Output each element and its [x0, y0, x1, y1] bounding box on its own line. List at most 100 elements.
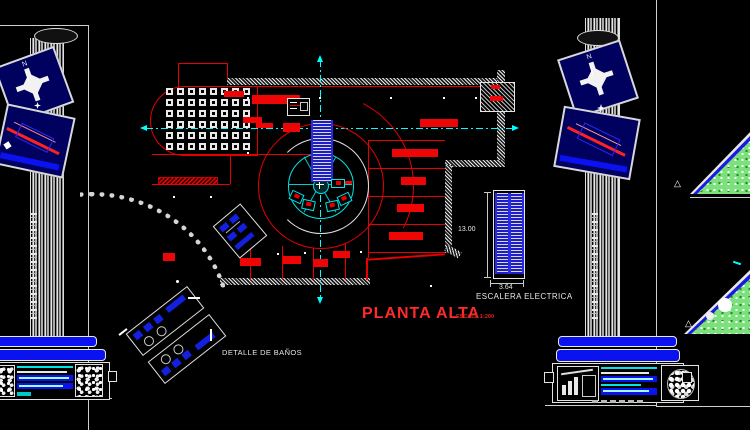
plan-wall: [227, 86, 501, 87]
titleblock-vignette: [0, 365, 15, 397]
sheet-edge-line: [0, 25, 88, 26]
table-cell: [177, 99, 184, 106]
table-cell: [166, 99, 173, 106]
furniture-bar: [420, 119, 458, 127]
furniture-bar: [283, 123, 300, 132]
table-cell: [166, 88, 173, 95]
column-dot: [304, 252, 306, 254]
table-cell: [188, 88, 195, 95]
mini-plan-blue-bar: [0, 152, 60, 171]
column-dot: [475, 97, 477, 99]
table-cell: [243, 88, 250, 95]
table-cell: [210, 143, 217, 150]
table-cell: [166, 121, 173, 128]
north-label: N: [585, 52, 593, 62]
dim-width-label: 3.64: [499, 284, 513, 291]
site-detail-circle: [718, 298, 732, 312]
bathroom-detail-drawing: [118, 285, 228, 385]
table-cell: [166, 110, 173, 117]
column-dot: [443, 97, 445, 99]
titleblock-tab: [544, 372, 554, 383]
triangle-marker-icon: △: [674, 178, 681, 188]
table-cell: [232, 143, 239, 150]
furniture-bar: [252, 95, 300, 104]
furniture-bar: [401, 177, 426, 185]
stair-core-box: [480, 82, 515, 112]
table-cell: [177, 88, 184, 95]
column-dot: [176, 280, 179, 283]
mini-plan-blue-outline: [14, 122, 55, 153]
site-plan-triangle-bottom: [684, 268, 750, 334]
table-cell: [210, 132, 217, 139]
plan-wall: [227, 63, 228, 80]
table-cell: [188, 132, 195, 139]
furniture-bar: [256, 123, 273, 128]
table-cell: [210, 110, 217, 117]
table-cell: [232, 121, 239, 128]
column-dot: [247, 97, 249, 99]
table-cell: [177, 110, 184, 117]
dim-height-label: 13.00: [458, 226, 476, 233]
furniture-bar: [397, 204, 424, 212]
escalator-detail-box: [493, 190, 525, 279]
table-cell: [221, 132, 228, 139]
table-cell: [199, 121, 206, 128]
table-cell: [177, 143, 184, 150]
table-cell: [188, 99, 195, 106]
titleblock-tab: [108, 371, 117, 382]
titleblock-blue-bar: [556, 349, 680, 362]
furniture-bar: [389, 232, 423, 240]
furniture-bar: [392, 149, 438, 157]
plan-wall-hatched-top: [227, 78, 501, 85]
furniture-bar: [240, 258, 261, 266]
table-cell: [166, 132, 173, 139]
titleblock-footer-marks: [592, 400, 644, 403]
column-dot: [390, 97, 392, 99]
table-cell: [243, 143, 250, 150]
plan-wall-hatched: [445, 160, 505, 167]
column-dot: [360, 251, 362, 253]
plan-wall: [230, 154, 231, 184]
table-cell: [221, 110, 228, 117]
plan-wall-hatched: [444, 244, 462, 259]
plan-wall: [178, 63, 179, 89]
table-cell: [177, 132, 184, 139]
table-cell: [221, 99, 228, 106]
escalator-detail-label: ESCALERA ELECTRICA: [476, 292, 573, 301]
titleblock-blue-bar: [0, 349, 106, 361]
titleblock-vignette: [557, 366, 599, 401]
plan-title: PLANTA ALTA: [362, 305, 481, 322]
sheet-edge-line: [545, 405, 657, 406]
plan-scale-label: ESCALA 1:200: [456, 314, 495, 320]
cyan-tick: [732, 260, 742, 266]
centerline-arrow-icon: [512, 125, 519, 131]
table-cell: [243, 132, 250, 139]
column-dot: [173, 196, 175, 198]
table-cell: [232, 132, 239, 139]
plan-wall: [178, 63, 228, 64]
table-cell: [188, 110, 195, 117]
dim-line-vertical: [487, 192, 488, 277]
table-cell: [221, 121, 228, 128]
furniture-bar: [333, 251, 350, 258]
titleblock-tab: [682, 372, 692, 383]
underline: [690, 197, 750, 198]
bathroom-detail-label: DETALLE DE BAÑOS: [222, 348, 303, 357]
furniture-bar: [345, 181, 352, 184]
mini-plan-panel-right: [553, 105, 641, 181]
table-cell: [243, 99, 250, 106]
column-dot: [277, 253, 279, 255]
plan-wall: [345, 244, 346, 280]
table-cell: [232, 99, 239, 106]
table-cell: [210, 88, 217, 95]
plan-wall-hatched: [445, 165, 452, 253]
plan-wall: [152, 154, 320, 155]
table-cell: [199, 132, 206, 139]
table-cell: [199, 143, 206, 150]
table-cell: [221, 143, 228, 150]
table-cell: [199, 88, 206, 95]
site-plan-triangle-top: [690, 130, 750, 194]
column-dot: [210, 196, 212, 198]
table-cell: [177, 121, 184, 128]
